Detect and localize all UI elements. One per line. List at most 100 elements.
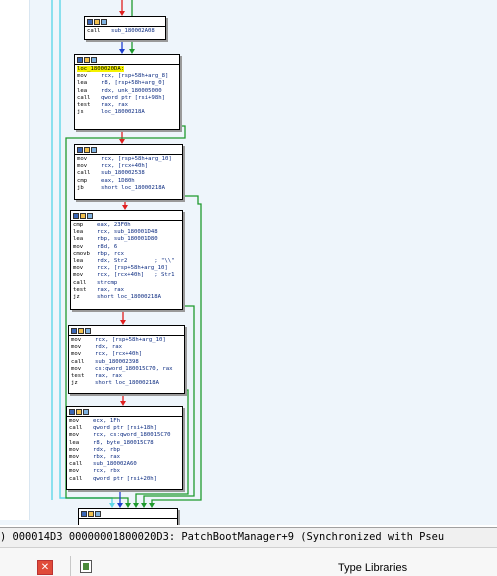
block-header bbox=[75, 55, 179, 65]
edge-arrow bbox=[125, 503, 131, 508]
close-icon[interactable]: ✕ bbox=[37, 560, 53, 575]
block-header bbox=[67, 407, 182, 417]
asm-mnemonic: mov bbox=[71, 351, 82, 358]
edge-b3-to-exit bbox=[143, 305, 195, 504]
edit-icon[interactable] bbox=[88, 510, 94, 517]
asm-mnemonic: lea bbox=[73, 257, 84, 264]
chart-icon[interactable] bbox=[91, 146, 97, 153]
chart-icon[interactable] bbox=[91, 56, 97, 63]
asm-operands: short loc_18000218A bbox=[95, 380, 159, 387]
asm-mnemonic: mov bbox=[69, 446, 80, 453]
graph-icon[interactable] bbox=[81, 510, 87, 517]
tab-type-libraries[interactable]: Type Libraries bbox=[338, 562, 408, 574]
chart-icon[interactable] bbox=[85, 327, 91, 334]
asm-mnemonic: lea bbox=[77, 80, 88, 87]
chart-icon[interactable] bbox=[83, 408, 89, 415]
asm-mnemonic: test bbox=[71, 372, 85, 379]
asm-operands: cs:qword_180015C70, rax bbox=[95, 365, 173, 372]
type-library-icon[interactable] bbox=[80, 560, 92, 573]
graph-icon[interactable] bbox=[73, 212, 79, 219]
graph-icon[interactable] bbox=[77, 146, 83, 153]
edit-icon[interactable] bbox=[76, 408, 82, 415]
asm-mnemonic: test bbox=[73, 286, 87, 293]
asm-operands: rcx, [rsp+58h+arg_8] bbox=[101, 73, 169, 80]
graph-icon[interactable] bbox=[77, 56, 83, 63]
block-label[interactable]: loc_1800020DA: bbox=[77, 66, 125, 72]
edit-icon[interactable] bbox=[94, 18, 100, 25]
code-block-loc-18000218a[interactable] bbox=[78, 508, 178, 525]
chart-icon[interactable] bbox=[87, 212, 93, 219]
asm-operands: rcx, sub_180001D48 bbox=[97, 229, 158, 236]
edit-icon[interactable] bbox=[78, 327, 84, 334]
graph-icon[interactable] bbox=[87, 18, 93, 25]
edge-arrow bbox=[119, 49, 125, 54]
chart-icon[interactable] bbox=[95, 510, 101, 517]
asm-operands: sub_180002538 bbox=[101, 170, 145, 177]
edit-icon[interactable] bbox=[80, 212, 86, 219]
chart-icon[interactable] bbox=[101, 18, 107, 25]
graph-icon[interactable] bbox=[69, 408, 75, 415]
graph-icon[interactable] bbox=[71, 327, 77, 334]
asm-operands: short loc_18000218A bbox=[101, 184, 165, 191]
edge-arrow bbox=[120, 401, 126, 406]
asm-operands: r8d, 6 bbox=[97, 243, 118, 250]
edit-icon[interactable] bbox=[84, 146, 90, 153]
asm-operands: short loc_18000218A bbox=[97, 293, 161, 300]
status-text: ) 000014D3 00000001800020D3: PatchBootMa… bbox=[0, 531, 445, 543]
asm-mnemonic: mov bbox=[77, 156, 88, 162]
asm-operands: rax, rax bbox=[101, 101, 128, 108]
edit-icon[interactable] bbox=[84, 56, 90, 63]
status-bar: ) 000014D3 00000001800020D3: PatchBootMa… bbox=[0, 527, 497, 547]
